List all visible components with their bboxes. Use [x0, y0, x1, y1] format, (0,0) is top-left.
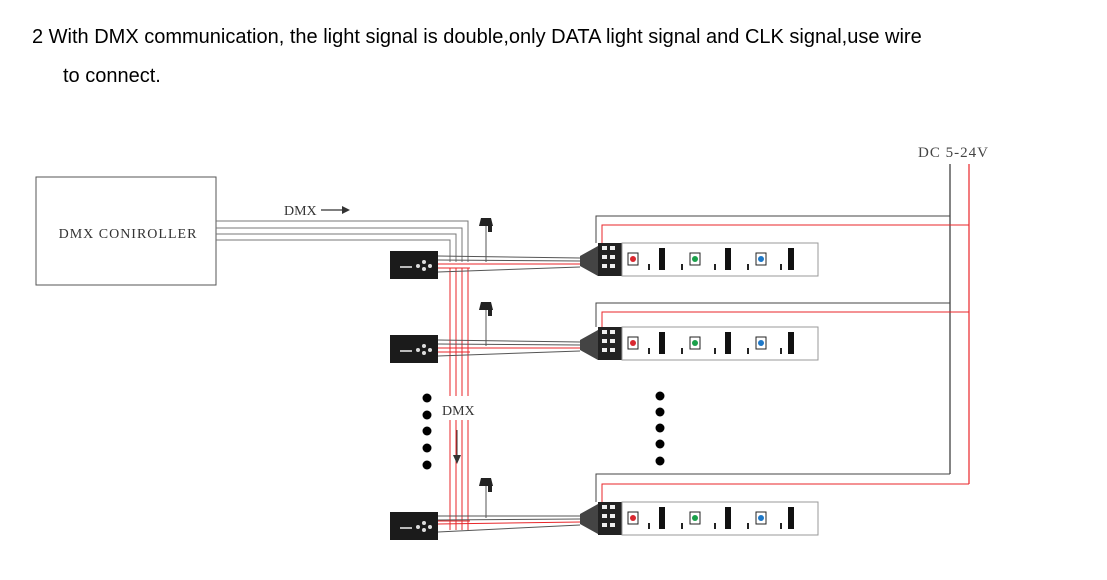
power-supply-label: DC 5-24V: [918, 145, 989, 161]
led-green-icon: [689, 511, 701, 525]
decoder-box: [390, 512, 438, 540]
strip-connector: [580, 243, 622, 276]
led-strip: [621, 501, 819, 536]
led-red-icon: [627, 252, 639, 266]
dmx-arrow-head: [342, 206, 350, 214]
dmx-controller-label: DMX CONIROLLER: [59, 227, 198, 242]
led-green-icon: [689, 336, 701, 350]
chip-icon: [659, 332, 665, 354]
strip-positive-wire: [601, 483, 969, 502]
decoder-continuation-dots: [422, 393, 432, 470]
unit-3: [390, 473, 969, 540]
unit-2: [390, 302, 969, 363]
decoder-output-cable: [437, 255, 581, 273]
dmx-signal-label: DMX: [284, 204, 317, 219]
dmx-down-arrow-head: [453, 455, 461, 464]
chip-icon: [788, 507, 794, 529]
strip-positive-wire: [601, 311, 969, 327]
power-plug-icon: [479, 478, 493, 518]
strip-connector: [580, 502, 622, 535]
chip-icon: [725, 332, 731, 354]
led-strip: [621, 326, 819, 361]
strip-continuation-dots: [655, 391, 665, 466]
chip-icon: [788, 248, 794, 270]
led-blue-icon: [755, 511, 767, 525]
chip-icon: [659, 507, 665, 529]
decoder-output-cable: [437, 339, 581, 357]
instruction-line-2: to connect.: [63, 65, 161, 87]
led-strip: [621, 242, 819, 277]
chip-icon: [725, 507, 731, 529]
strip-positive-wire: [601, 224, 969, 243]
instruction-line-1: 2 With DMX communication, the light sign…: [32, 26, 922, 48]
decoder-box: [390, 335, 438, 363]
instruction-text: 2 With DMX communication, the light sign…: [32, 18, 1092, 96]
strip-negative-wire: [595, 473, 950, 502]
strip-connector: [580, 327, 622, 360]
decoder-box: [390, 251, 438, 279]
led-green-icon: [689, 252, 701, 266]
dmx-label-bg: [438, 396, 478, 420]
dmx-controller-box: [35, 176, 217, 286]
power-plug-icon: [479, 302, 493, 346]
power-plug-icon: [479, 218, 493, 262]
strip-negative-wire: [595, 215, 950, 243]
led-red-icon: [627, 511, 639, 525]
led-blue-icon: [755, 336, 767, 350]
led-red-icon: [627, 336, 639, 350]
strip-negative-wire: [595, 302, 950, 327]
chip-icon: [788, 332, 794, 354]
decoder-connection-wires: [438, 267, 470, 522]
dmx-bus-label: DMX: [442, 404, 475, 419]
chip-icon: [659, 248, 665, 270]
controller-output-wires: [216, 220, 469, 262]
decoder-output-cable: [437, 515, 581, 533]
unit-1: [390, 215, 969, 279]
led-blue-icon: [755, 252, 767, 266]
chip-icon: [725, 248, 731, 270]
